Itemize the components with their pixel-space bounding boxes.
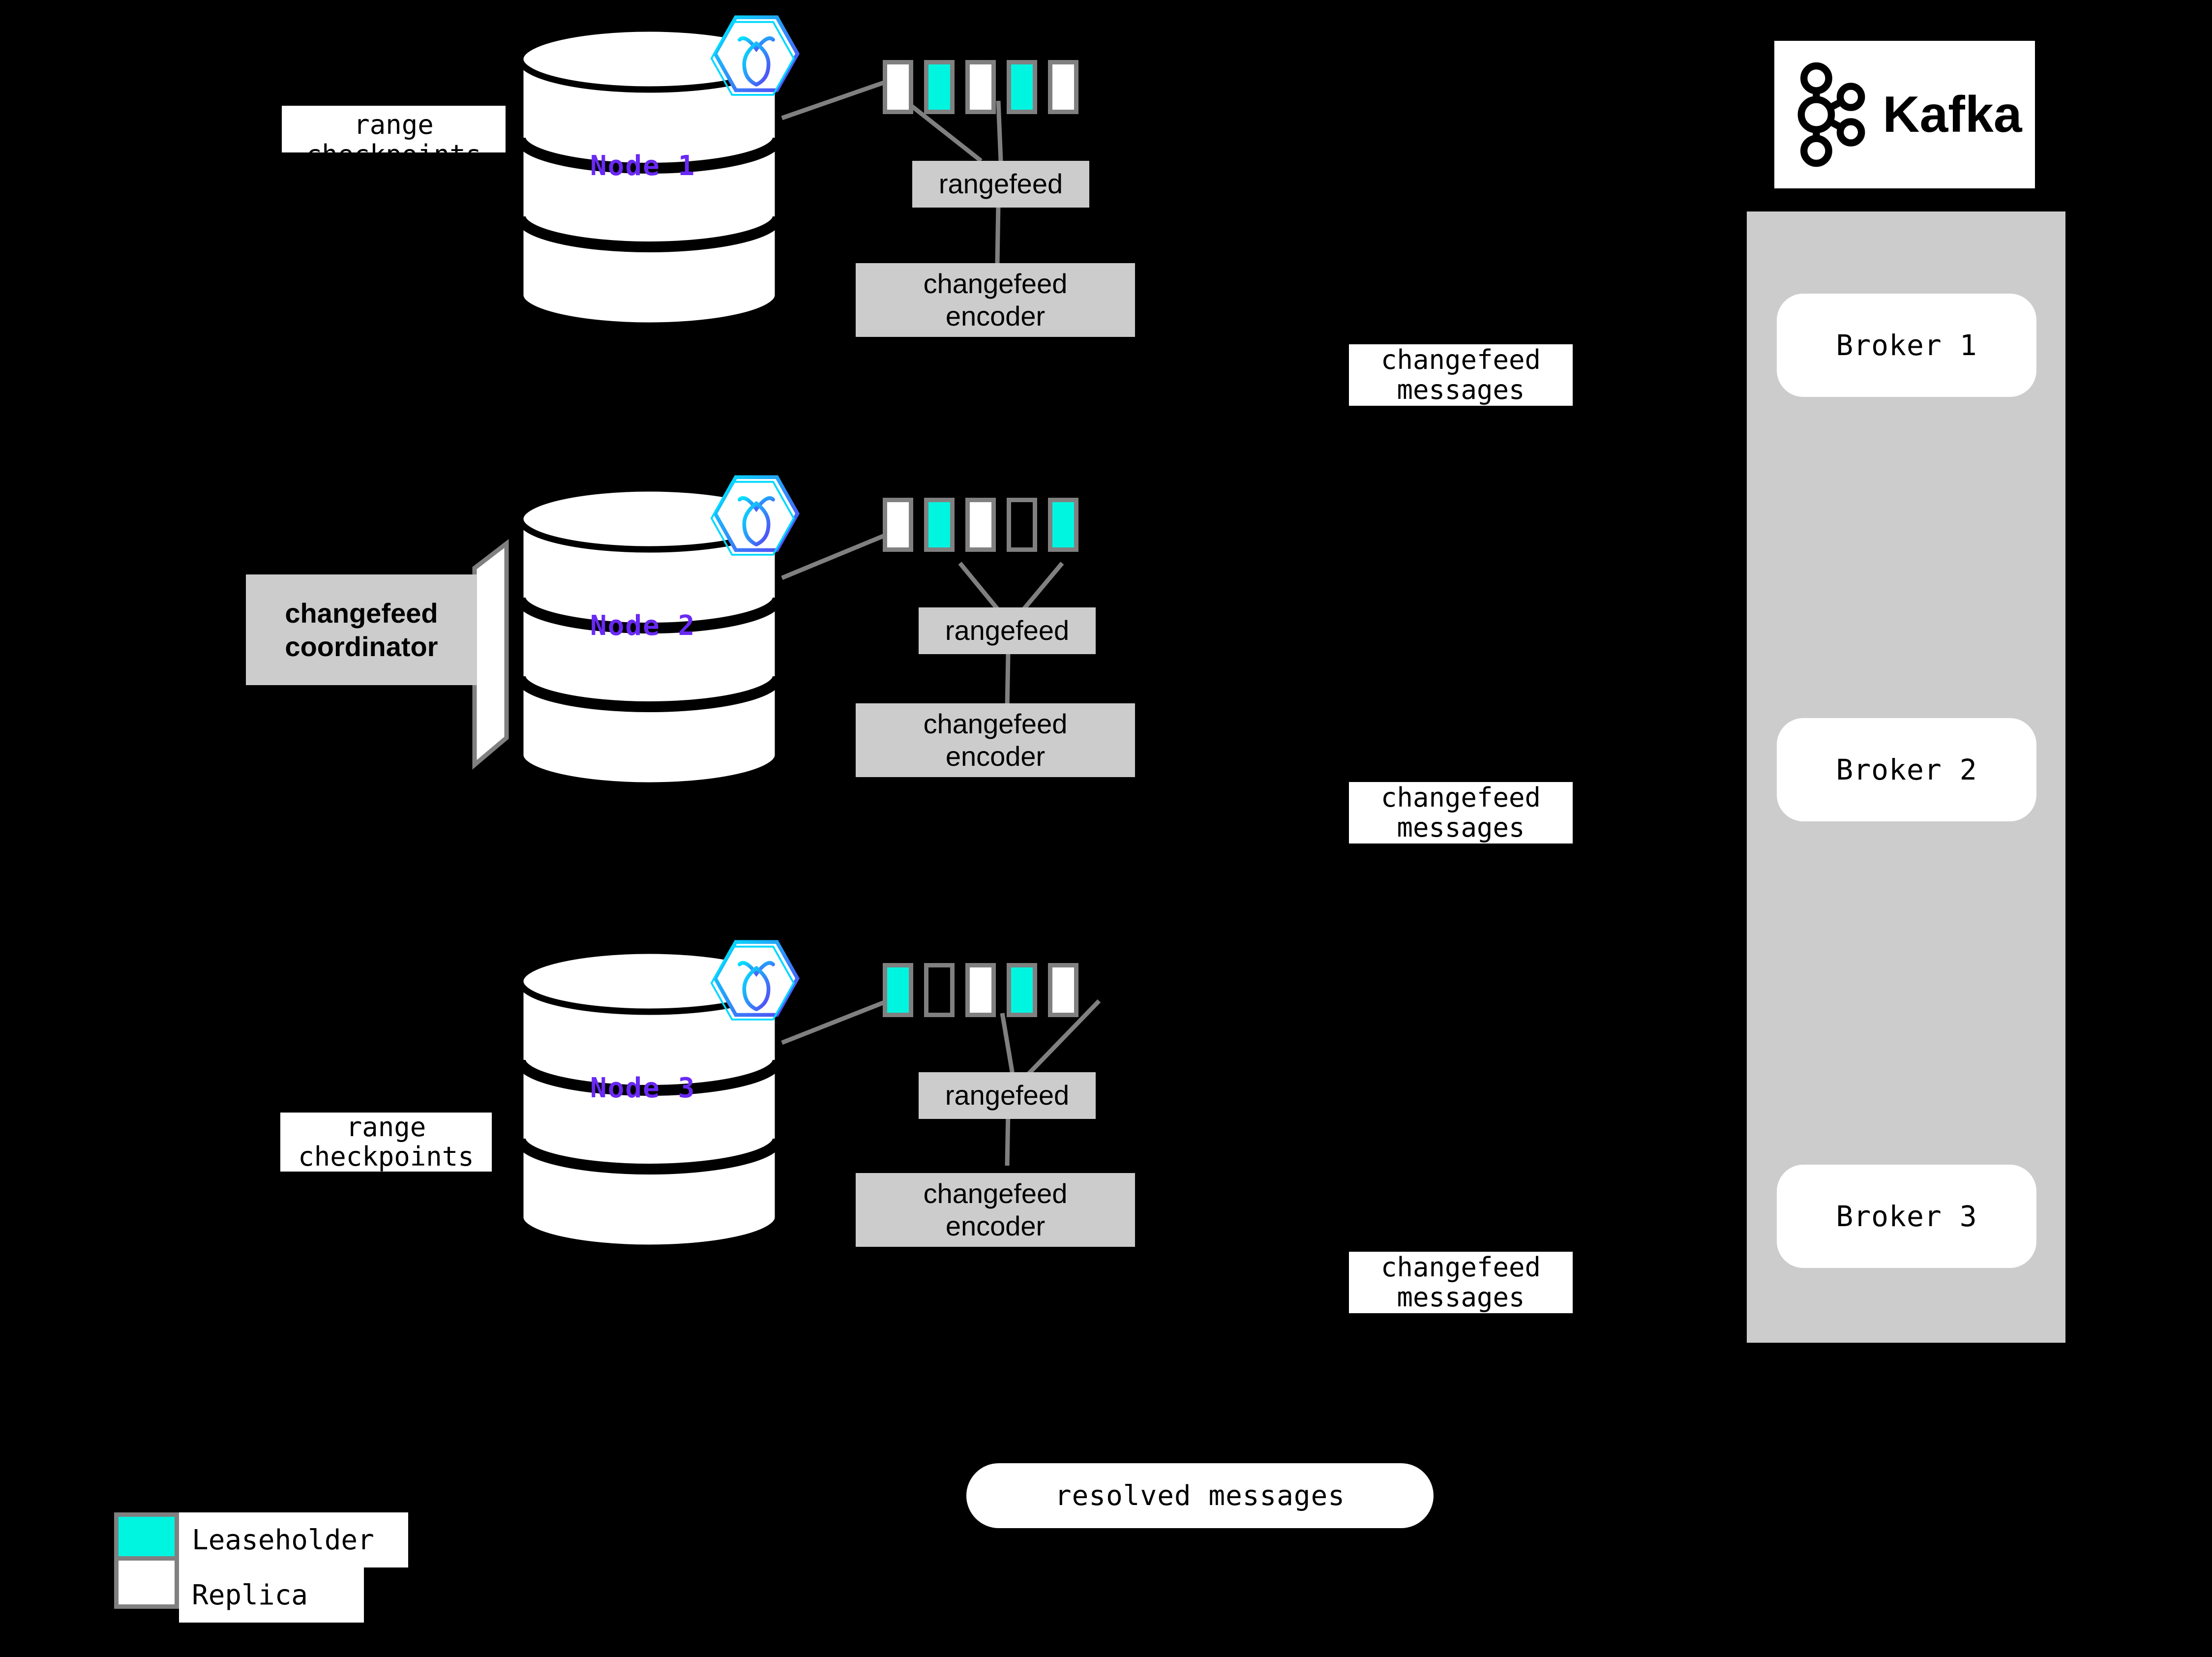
range-box[interactable] bbox=[1048, 498, 1078, 552]
node-2-encoder-label: changefeed encoder bbox=[923, 708, 1068, 772]
range-box[interactable] bbox=[883, 498, 913, 552]
node-1-range-checkpoints-text: range checkpoints bbox=[305, 109, 482, 170]
legend-swatch-replica bbox=[114, 1561, 179, 1609]
node-1-label: Node 1 bbox=[590, 150, 696, 182]
range-box[interactable] bbox=[1048, 963, 1078, 1017]
node-3-changefeed-messages-label: changefeed messages bbox=[1349, 1252, 1573, 1313]
node-1-rangefeed-box[interactable]: rangefeed bbox=[912, 161, 1089, 208]
kafka-broker-2-label: Broker 2 bbox=[1836, 753, 1977, 786]
node-2-changefeed-messages-text: changefeed messages bbox=[1380, 782, 1541, 843]
node-1-changefeed-messages-text: changefeed messages bbox=[1380, 344, 1541, 405]
node-1-rangefeed-label: rangefeed bbox=[938, 168, 1063, 200]
kafka-broker-2[interactable]: Broker 2 bbox=[1777, 718, 2036, 821]
node-2-encoder-box[interactable]: changefeed encoder bbox=[856, 703, 1135, 777]
node-3-ranges bbox=[883, 963, 1078, 1017]
node-3-rangefeed-box[interactable]: rangefeed bbox=[919, 1072, 1096, 1119]
range-box[interactable] bbox=[1007, 498, 1037, 552]
cockroachdb-logo-icon-2 bbox=[710, 470, 803, 565]
kafka-logo-card: Kafka bbox=[1774, 41, 2035, 188]
node-2-label: Node 2 bbox=[590, 610, 696, 642]
changefeed-coordinator-label: changefeed coordinator bbox=[285, 598, 438, 662]
node-2-changefeed-messages-label: changefeed messages bbox=[1349, 782, 1573, 844]
range-box[interactable] bbox=[965, 498, 996, 552]
node-1-encoder-label: changefeed encoder bbox=[923, 268, 1068, 331]
legend-swatch-leaseholder bbox=[114, 1512, 179, 1561]
resolved-messages-pill[interactable]: resolved messages bbox=[966, 1463, 1434, 1528]
legend-label-leaseholder: Leaseholder bbox=[179, 1512, 408, 1567]
legend-label-replica: Replica bbox=[179, 1567, 364, 1623]
node-2-ranges bbox=[883, 498, 1078, 552]
node-3-range-checkpoints-text: range checkpoints bbox=[298, 1111, 474, 1172]
kafka-broker-1-label: Broker 1 bbox=[1836, 329, 1977, 362]
node-2-rangefeed-label: rangefeed bbox=[945, 615, 1070, 646]
range-box[interactable] bbox=[1048, 60, 1078, 114]
node-3-encoder-label: changefeed encoder bbox=[923, 1177, 1068, 1241]
range-box[interactable] bbox=[1007, 60, 1037, 114]
range-box[interactable] bbox=[965, 963, 996, 1017]
node-3-rangefeed-label: rangefeed bbox=[945, 1080, 1070, 1111]
kafka-logo-text: Kafka bbox=[1883, 86, 2022, 143]
kafka-logo-icon bbox=[1797, 62, 1865, 167]
node-1-changefeed-messages-label: changefeed messages bbox=[1349, 344, 1573, 406]
kafka-broker-3[interactable]: Broker 3 bbox=[1777, 1165, 2036, 1268]
cockroachdb-logo-icon-3 bbox=[710, 934, 803, 1030]
range-box[interactable] bbox=[1007, 963, 1037, 1017]
node-3-cylinder: Node 3 bbox=[516, 947, 782, 1252]
node-3-label: Node 3 bbox=[590, 1072, 696, 1104]
node-1-range-checkpoints-label: range checkpoints bbox=[282, 106, 506, 169]
range-box[interactable] bbox=[924, 963, 955, 1017]
node-3-changefeed-messages-text: changefeed messages bbox=[1380, 1252, 1541, 1313]
kafka-broker-3-label: Broker 3 bbox=[1836, 1200, 1977, 1233]
cockroachdb-logo-icon-1 bbox=[710, 10, 803, 105]
node-3-range-checkpoints-label: range checkpoints bbox=[280, 1111, 492, 1172]
range-box[interactable] bbox=[883, 60, 913, 114]
range-box[interactable] bbox=[883, 963, 913, 1017]
legend: Leaseholder Replica bbox=[114, 1512, 408, 1623]
node-1-encoder-box[interactable]: changefeed encoder bbox=[856, 263, 1135, 337]
node-2-rangefeed-box[interactable]: rangefeed bbox=[919, 607, 1096, 654]
changefeed-coordinator-box[interactable]: changefeed coordinator bbox=[246, 574, 477, 685]
resolved-messages-label: resolved messages bbox=[1054, 1479, 1345, 1512]
range-box[interactable] bbox=[924, 60, 955, 114]
node-1-ranges bbox=[883, 60, 1078, 114]
kafka-broker-1[interactable]: Broker 1 bbox=[1777, 294, 2036, 397]
range-box[interactable] bbox=[924, 498, 955, 552]
node-3-encoder-box[interactable]: changefeed encoder bbox=[856, 1173, 1135, 1247]
range-box[interactable] bbox=[965, 60, 996, 114]
node-1-cylinder: Node 1 bbox=[516, 25, 782, 330]
